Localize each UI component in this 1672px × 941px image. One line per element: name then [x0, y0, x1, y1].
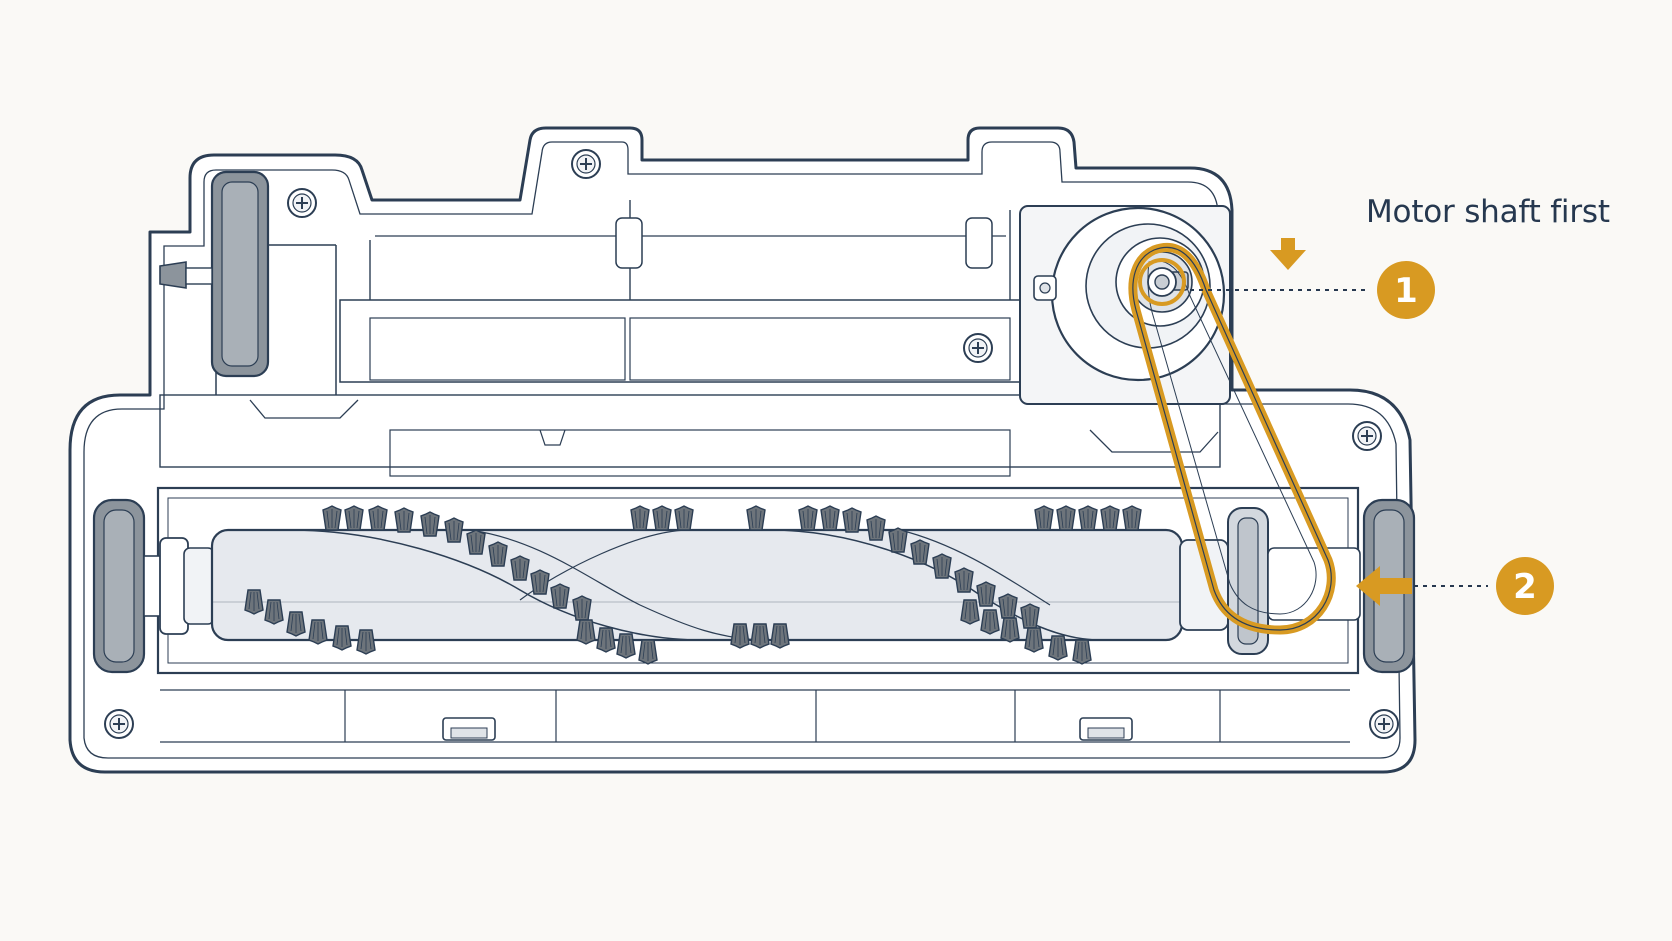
housing — [68, 126, 1417, 774]
step-1-number: 1 — [1394, 271, 1418, 311]
screw-icon — [571, 149, 601, 179]
step-2-callout: 2 — [1356, 557, 1554, 615]
step-1-badge — [1377, 261, 1435, 319]
step-2-number: 2 — [1513, 567, 1537, 607]
callout-title: Motor shaft first — [1366, 194, 1610, 230]
arrow-left-icon — [1356, 566, 1412, 606]
drive-belt — [1128, 242, 1336, 635]
screw-icon — [963, 333, 993, 363]
arrow-down-icon — [1270, 238, 1306, 270]
step-1-callout: 1 — [1190, 238, 1435, 319]
screw-icon — [1352, 421, 1382, 451]
screw-icon — [104, 709, 134, 739]
screw-icon — [287, 188, 317, 218]
screw-icon — [1369, 709, 1399, 739]
step-2-badge — [1496, 557, 1554, 615]
